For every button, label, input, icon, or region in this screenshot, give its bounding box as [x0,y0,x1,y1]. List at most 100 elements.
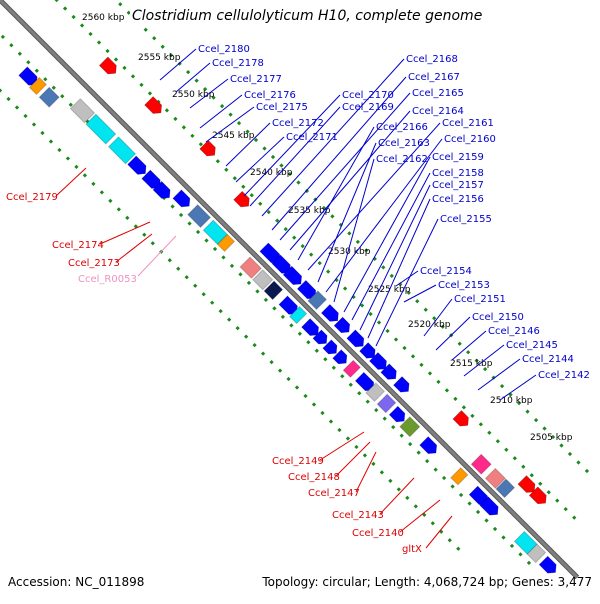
gene-block [393,376,410,393]
forward-leader-line [289,110,411,251]
forward-leader-line [199,94,243,129]
forward-gene-label: Ccel_2166 [376,122,428,133]
map-title: Clostridium cellulolyticum H10, complete… [130,8,485,24]
forward-leader-line [403,284,437,303]
gene-block [450,467,469,486]
gene-block [321,304,339,322]
kbp-label: 2555 kbp [138,53,181,63]
forward-leader-line [451,330,487,361]
forward-leader-line [343,156,431,313]
forward-gene-label: Ccel_2176 [244,90,296,101]
kbp-label: 2510 kbp [490,396,533,406]
gene-block [528,486,547,505]
gene-block [199,139,216,157]
forward-gene-label: Ccel_2167 [408,72,460,83]
gene-block [202,219,229,246]
gene-block [376,393,397,414]
gene-block [399,416,421,438]
forward-gene-label: Ccel_2145 [506,340,558,351]
forward-leader-line [351,172,431,321]
forward-gene-label: Ccel_2178 [212,58,264,69]
forward-gene-label: Ccel_2164 [412,106,464,117]
reverse-leader-line [335,441,371,477]
forward-leader-line [205,106,255,143]
forward-gene-label: Ccel_2142 [538,370,590,381]
gene-block [526,543,547,564]
gene-block [538,555,557,574]
forward-gene-label: Ccel_2153 [438,280,490,291]
forward-leader-line [159,48,197,81]
gene-block [233,190,250,208]
forward-gene-label: Ccel_2155 [440,214,492,225]
gene-block [28,76,48,96]
forward-leader-line [271,76,407,231]
reverse-gene-label: Ccel_2174 [52,240,104,251]
forward-gene-label: Ccel_2168 [406,54,458,65]
forward-leader-line [307,122,441,271]
gene-block [388,405,406,423]
kbp-label: 2535 kbp [288,206,331,216]
gene-block [470,453,492,475]
reverse-leader-line [355,451,377,493]
backbone [0,0,579,579]
forward-gene-label: Ccel_2151 [454,294,506,305]
gene-block [484,467,506,490]
forward-leader-line [435,316,471,351]
gene-block [172,189,191,208]
gene-block [252,269,274,291]
kbp-label: 2515 kbp [450,359,493,369]
forward-leader-line [325,138,443,293]
forward-gene-label: Ccel_2165 [412,88,464,99]
forward-leader-line [225,122,271,167]
gene-block [365,382,386,403]
forward-leader-line [359,184,431,331]
gene-block [517,475,536,493]
rna-leader-line [137,235,177,277]
forward-leader-line [367,198,431,339]
kbp-label: 2530 kbp [328,247,371,257]
forward-gene-label: Ccel_2157 [432,180,484,191]
gene-block [301,318,319,336]
gene-block [98,56,117,75]
gene-block [479,496,499,516]
gene-block [312,329,328,345]
forward-leader-line [189,78,229,109]
reverse-leader-line [99,221,151,245]
gene-block [282,265,302,285]
gene-block [69,97,96,124]
forward-gene-label: Ccel_2159 [432,152,484,163]
kbp-label: 2505 kbp [530,433,573,443]
forward-leader-line [297,126,375,261]
forward-gene-label: Ccel_2144 [522,354,574,365]
reverse-leader-line [115,233,153,263]
forward-gene-label: Ccel_2154 [420,266,472,277]
gene-block [263,280,284,301]
forward-leader-line [463,344,505,377]
reverse-gene-label: Ccel_2147 [308,488,360,499]
forward-leader-line [317,142,377,283]
guide-inner-reverse [54,0,579,522]
reverse-gene-label: Ccel_2143 [332,510,384,521]
reverse-leader-line [55,167,87,197]
gene-block [342,359,362,378]
gene-block [288,305,308,325]
gene-block [359,342,376,359]
forward-leader-line [423,298,453,337]
forward-gene-label: Ccel_2163 [378,138,430,149]
kbp-label: 2520 kbp [408,320,451,330]
gene-block [38,86,60,108]
forward-leader-line [175,62,211,93]
reverse-gene-label: Ccel_2179 [6,192,58,203]
reverse-gene-label: Ccel_2140 [352,528,404,539]
gene-block [380,363,397,380]
forward-leader-line [333,158,375,303]
reverse-gene-label: gltX [402,544,422,555]
reverse-leader-line [399,499,441,533]
gene-block [239,256,263,280]
forward-gene-label: Ccel_2156 [432,194,484,205]
reverse-leader-line [379,477,415,515]
forward-gene-label: Ccel_2146 [488,326,540,337]
gene-block [187,204,212,229]
guide-inner-forward [0,34,534,568]
